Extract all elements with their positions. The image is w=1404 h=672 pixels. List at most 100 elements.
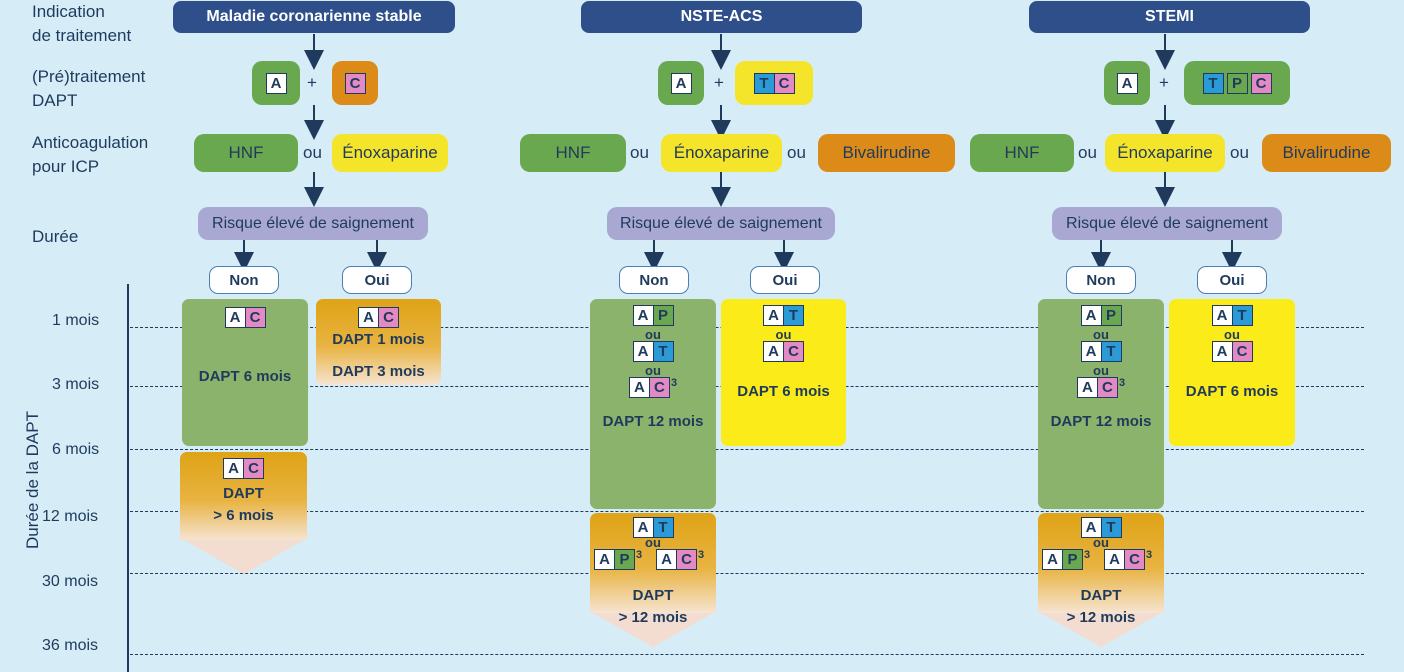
ou-connector: ou [645,363,661,378]
drug-tile-c: C [344,72,366,94]
ou-connector: ou [1078,143,1097,162]
drug-tile-a: A [764,342,783,361]
drug-tile-a: A [670,72,692,94]
drug-tile-a: A [1081,306,1101,325]
drug-tile-t: T [1100,342,1121,361]
duration-text: DAPT 12 mois [1050,413,1152,430]
ou-connector: ou [1093,363,1109,378]
drug-tile-t: T [1202,72,1224,94]
footnote-3: 3 [636,549,643,561]
footnote-3: 3 [670,377,678,389]
answer-oui: Oui [1197,266,1267,294]
ou-connector: ou [787,143,806,162]
footnote-3: 3 [1146,549,1153,561]
drug-tile-a: A [633,306,653,325]
duration-axis [127,284,129,672]
ou-connector: ou [645,327,661,342]
drug-tile-a: A [629,378,649,397]
footnote-3: 3 [698,549,705,561]
drug-tile-c: C [1231,342,1252,361]
answer-non: Non [619,266,689,294]
gridline-36-mois [130,654,1364,655]
ou-connector: ou [1093,535,1109,550]
drug-tile-c: C [243,459,263,478]
pretreat-aspirin-pill: A [1104,61,1150,105]
duration-text: > 12 mois [1066,609,1136,626]
ou-connector: ou [1230,143,1249,162]
duration-text: DAPT 12 mois [602,413,704,430]
drug-tile-p: P [1062,550,1082,569]
anticoag-hnf: HNF [520,134,626,172]
duration-text: DAPT [223,485,264,502]
tick-label: 3 mois [52,376,100,393]
duration-text: > 6 mois [213,507,274,524]
drug-tile-c: C [1096,378,1117,397]
duration-text: DAPT 6 mois [1185,383,1279,400]
drug-tile-a: A [1212,306,1232,325]
drug-tile-c: C [1124,550,1144,569]
drug-tile-t: T [652,518,673,537]
pretreat-tpc-pill: T P C [1184,61,1290,105]
answer-non: Non [1066,266,1136,294]
tick-label: 30 mois [42,573,99,590]
drug-tile-c: C [378,308,398,327]
ou-connector: ou [775,327,792,342]
row-label-anticoagulation: Anticoagulation pour ICP [32,133,149,176]
continuation-arrow: > 12 mois [590,609,716,649]
drug-tile-t: T [652,342,673,361]
footnote-3: 3 [1118,377,1126,389]
drug-tile-t: T [783,306,803,325]
anticoag-bivalirudine: Bivalirudine [818,134,955,172]
header-nste-acs: NSTE-ACS [581,1,862,33]
tick-label: 6 mois [52,441,100,458]
anticoag-enoxaparine: Énoxaparine [332,134,448,172]
anticoag-bivalirudine: Bivalirudine [1262,134,1391,172]
risk-bleeding-box: Risque élevé de saignement [198,207,428,240]
ou-connector: ou [645,535,661,550]
row-label-indication: Indication de traitement [32,2,132,45]
anticoag-hnf: HNF [970,134,1074,172]
drug-tile-a: A [359,308,378,327]
drug-tile-a: A [633,342,653,361]
drug-tile-a: A [1212,342,1232,361]
continuation-arrow [184,540,304,574]
drug-tile-a: A [1081,342,1101,361]
anticoag-hnf: HNF [194,134,298,172]
drug-tile-c: C [773,73,794,93]
duration-text: DAPT 3 mois [332,363,425,380]
tick-label: 36 mois [42,637,99,654]
gridline-30-mois [130,573,1364,574]
ou-connector: ou [303,143,322,162]
continuation-arrow: > 12 mois [1038,609,1164,649]
drug-tile-a: A [224,459,243,478]
answer-oui: Oui [750,266,820,294]
anticoag-enoxaparine: Énoxaparine [661,134,782,172]
tick-label: 1 mois [52,312,100,329]
gridline-6-mois [130,449,1364,450]
plus-sign: + [1159,73,1169,92]
drug-tile-a: A [764,306,783,325]
ou-connector: ou [630,143,649,162]
drug-tile-a: A [1043,550,1062,569]
duration-text: > 12 mois [618,609,688,626]
